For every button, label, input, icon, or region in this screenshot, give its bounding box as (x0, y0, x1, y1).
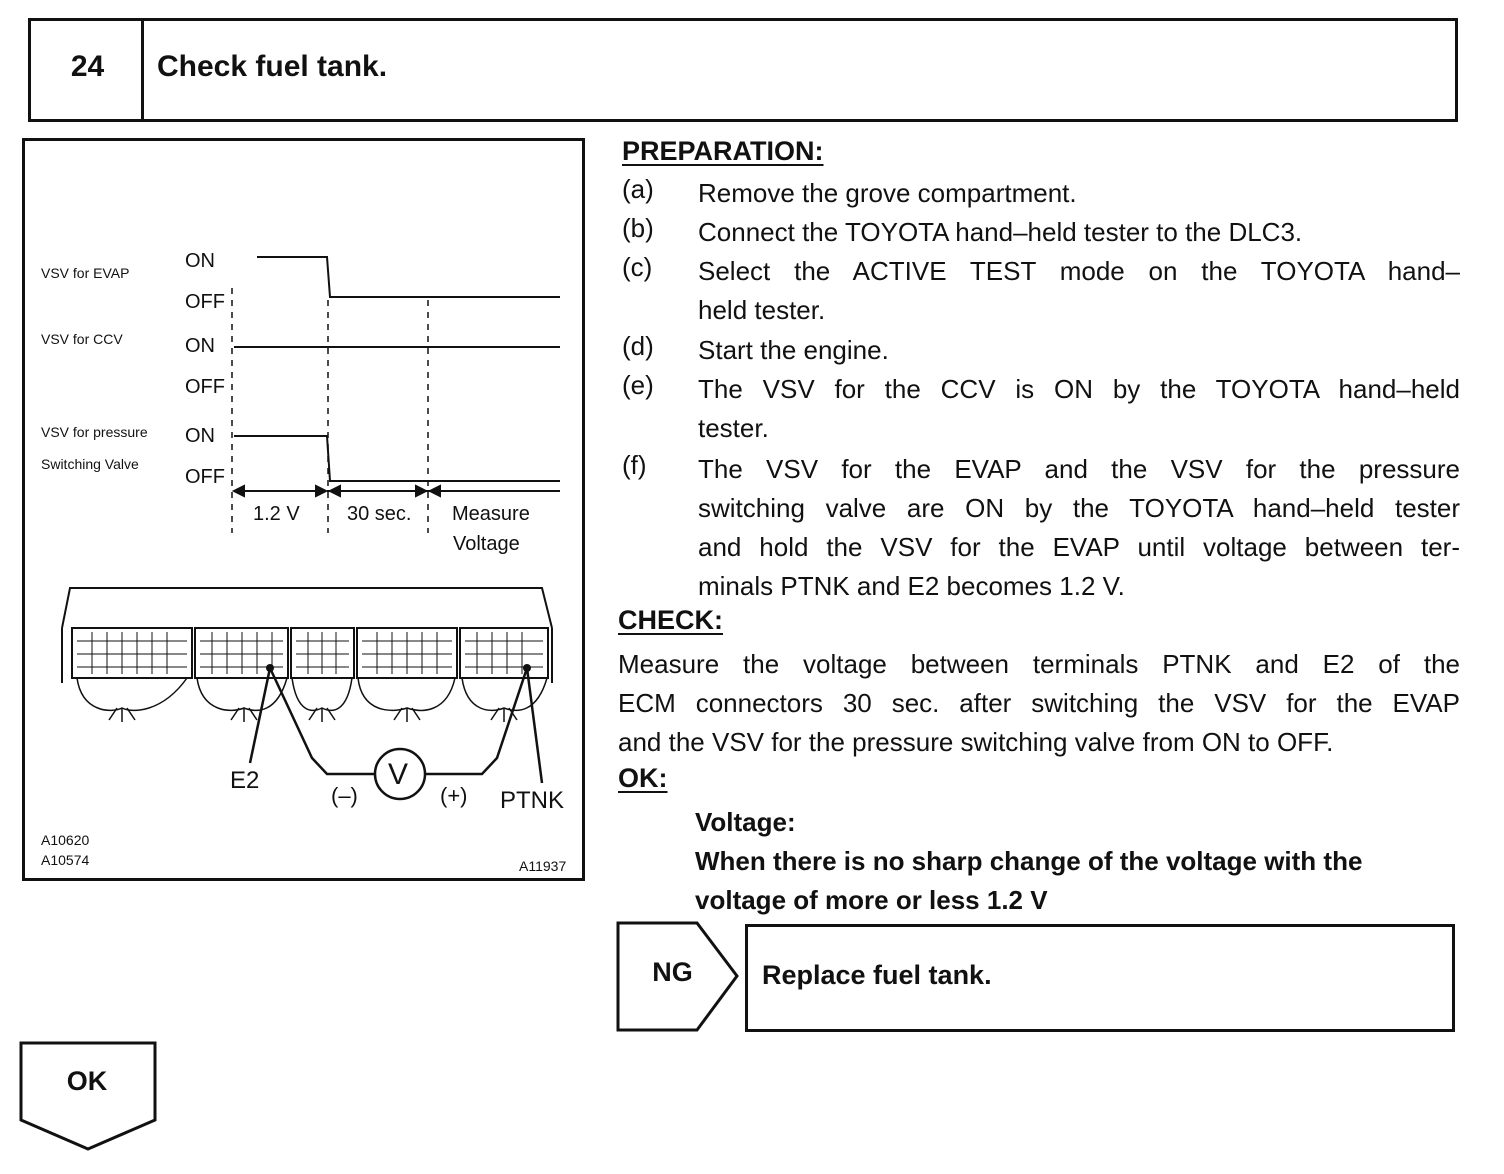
step-title: Check fuel tank. (157, 50, 388, 83)
phase-label-measure-2: Voltage (453, 533, 520, 555)
voltmeter-circuit (248, 667, 544, 801)
prep-item-d: Start the engine. (698, 331, 1460, 370)
check-line2: ECM connectors 30 sec. after switching t… (618, 688, 1460, 718)
voltmeter-symbol: V (388, 758, 408, 791)
phase-label-time: 30 sec. (347, 503, 411, 525)
step-number-cell: 24 (31, 21, 144, 119)
check-line3: and the VSV for the pressure switching v… (618, 727, 1334, 757)
ng-result-box: Replace fuel tank. (745, 924, 1455, 1032)
evap-off-label: OFF (185, 291, 225, 313)
prep-item-letter-c: (c) (622, 252, 653, 282)
figure-code-1: A10620 (41, 832, 89, 848)
prep-item-e: The VSV for the CCV is ON by the TOYOTA … (698, 370, 1460, 448)
prep-item-letter-a: (a) (622, 174, 654, 204)
e2-terminal-dot (266, 664, 274, 672)
prep-item-letter-b: (b) (622, 213, 654, 243)
negative-probe-label: (–) (331, 783, 358, 808)
time-markers (231, 288, 429, 533)
waveforms (234, 256, 560, 492)
evap-waveform (257, 256, 560, 298)
signal-name-pressure-line2: Switching Valve (41, 456, 139, 472)
ccv-on-label: ON (185, 335, 215, 357)
check-line1: Measure the voltage between terminals PT… (618, 649, 1460, 679)
ng-label: NG (652, 957, 693, 987)
prep-item-c: Select the ACTIVE TEST mode on the TOYOT… (698, 252, 1460, 330)
ok-label: OK (66, 1066, 108, 1096)
check-heading: CHECK: (618, 605, 723, 635)
ptnk-label: PTNK (500, 787, 564, 814)
preparation-heading: PREPARATION: (622, 136, 824, 166)
prep-item-f-line1: The VSV for the EVAP and the VSV for the… (698, 454, 1460, 484)
prep-item-a: Remove the grove compartment. (698, 174, 1460, 213)
ok-heading: OK: (618, 763, 668, 793)
prep-item-letter-d: (d) (622, 331, 654, 361)
evap-on-label: ON (185, 250, 215, 272)
ecm-connector (61, 587, 553, 683)
prep-item-e-line1: The VSV for the CCV is ON by the TOYOTA … (698, 374, 1460, 404)
connector-pins (77, 632, 543, 674)
ptnk-terminal-dot (523, 664, 531, 672)
prep-item-e-line2: tester. (698, 413, 769, 443)
prep-item-f: The VSV for the EVAP and the VSV for the… (698, 450, 1460, 606)
ok-arrow-box (19, 1041, 157, 1151)
pressure-on-label: ON (185, 425, 215, 447)
ok-spec-label: Voltage: (695, 807, 796, 837)
prep-item-letter-e: (e) (622, 370, 654, 400)
prep-item-f-line2: switching valve are ON by the TOYOTA han… (698, 493, 1460, 523)
ok-spec-line2: voltage of more or less 1.2 V (695, 885, 1048, 915)
prep-item-d-line1: Start the engine. (698, 335, 889, 365)
step-number: 24 (70, 50, 105, 83)
e2-label: E2 (230, 767, 259, 794)
check-text: Measure the voltage between terminals PT… (618, 645, 1460, 762)
phase-arrows (231, 484, 560, 498)
prep-item-c-line2: held tester. (698, 295, 826, 325)
phase-label-measure: Measure (452, 503, 530, 525)
figure-frame (22, 138, 585, 881)
prep-item-c-line1: Select the ACTIVE TEST mode on the TOYOT… (698, 256, 1460, 286)
positive-probe-label: (+) (440, 783, 468, 808)
ok-spec: Voltage: When there is no sharp change o… (695, 803, 1465, 920)
pressure-off-label: OFF (185, 466, 225, 488)
prep-item-b-line1: Connect the TOYOTA hand–held tester to t… (698, 217, 1303, 247)
prep-item-letter-f: (f) (622, 450, 647, 480)
pressure-waveform (234, 435, 560, 482)
ok-spec-line1: When there is no sharp change of the vol… (695, 846, 1363, 876)
figure-panel: VSV for EVAP VSV for CCV VSV for pressur… (22, 138, 585, 881)
ng-result-text: Replace fuel tank. (762, 960, 992, 990)
ccv-off-label: OFF (185, 376, 225, 398)
signal-name-evap: VSV for EVAP (41, 265, 129, 281)
prep-item-b: Connect the TOYOTA hand–held tester to t… (698, 213, 1460, 252)
prep-item-f-line4: minals PTNK and E2 becomes 1.2 V. (698, 571, 1125, 601)
ng-arrow-box (616, 921, 739, 1032)
signal-name-ccv: VSV for CCV (41, 331, 123, 347)
figure-code-3: A11937 (519, 858, 566, 874)
step-header: 24 Check fuel tank. (28, 18, 1458, 122)
prep-item-a-line1: Remove the grove compartment. (698, 178, 1077, 208)
timing-and-connector-diagram: VSV for EVAP VSV for CCV VSV for pressur… (22, 138, 585, 881)
wire-harness (76, 677, 548, 722)
figure-code-2: A10574 (41, 852, 89, 868)
prep-item-f-line3: and hold the VSV for the EVAP until volt… (698, 532, 1460, 562)
signal-name-pressure-line1: VSV for pressure (41, 424, 148, 440)
phase-label-voltage: 1.2 V (253, 503, 300, 525)
